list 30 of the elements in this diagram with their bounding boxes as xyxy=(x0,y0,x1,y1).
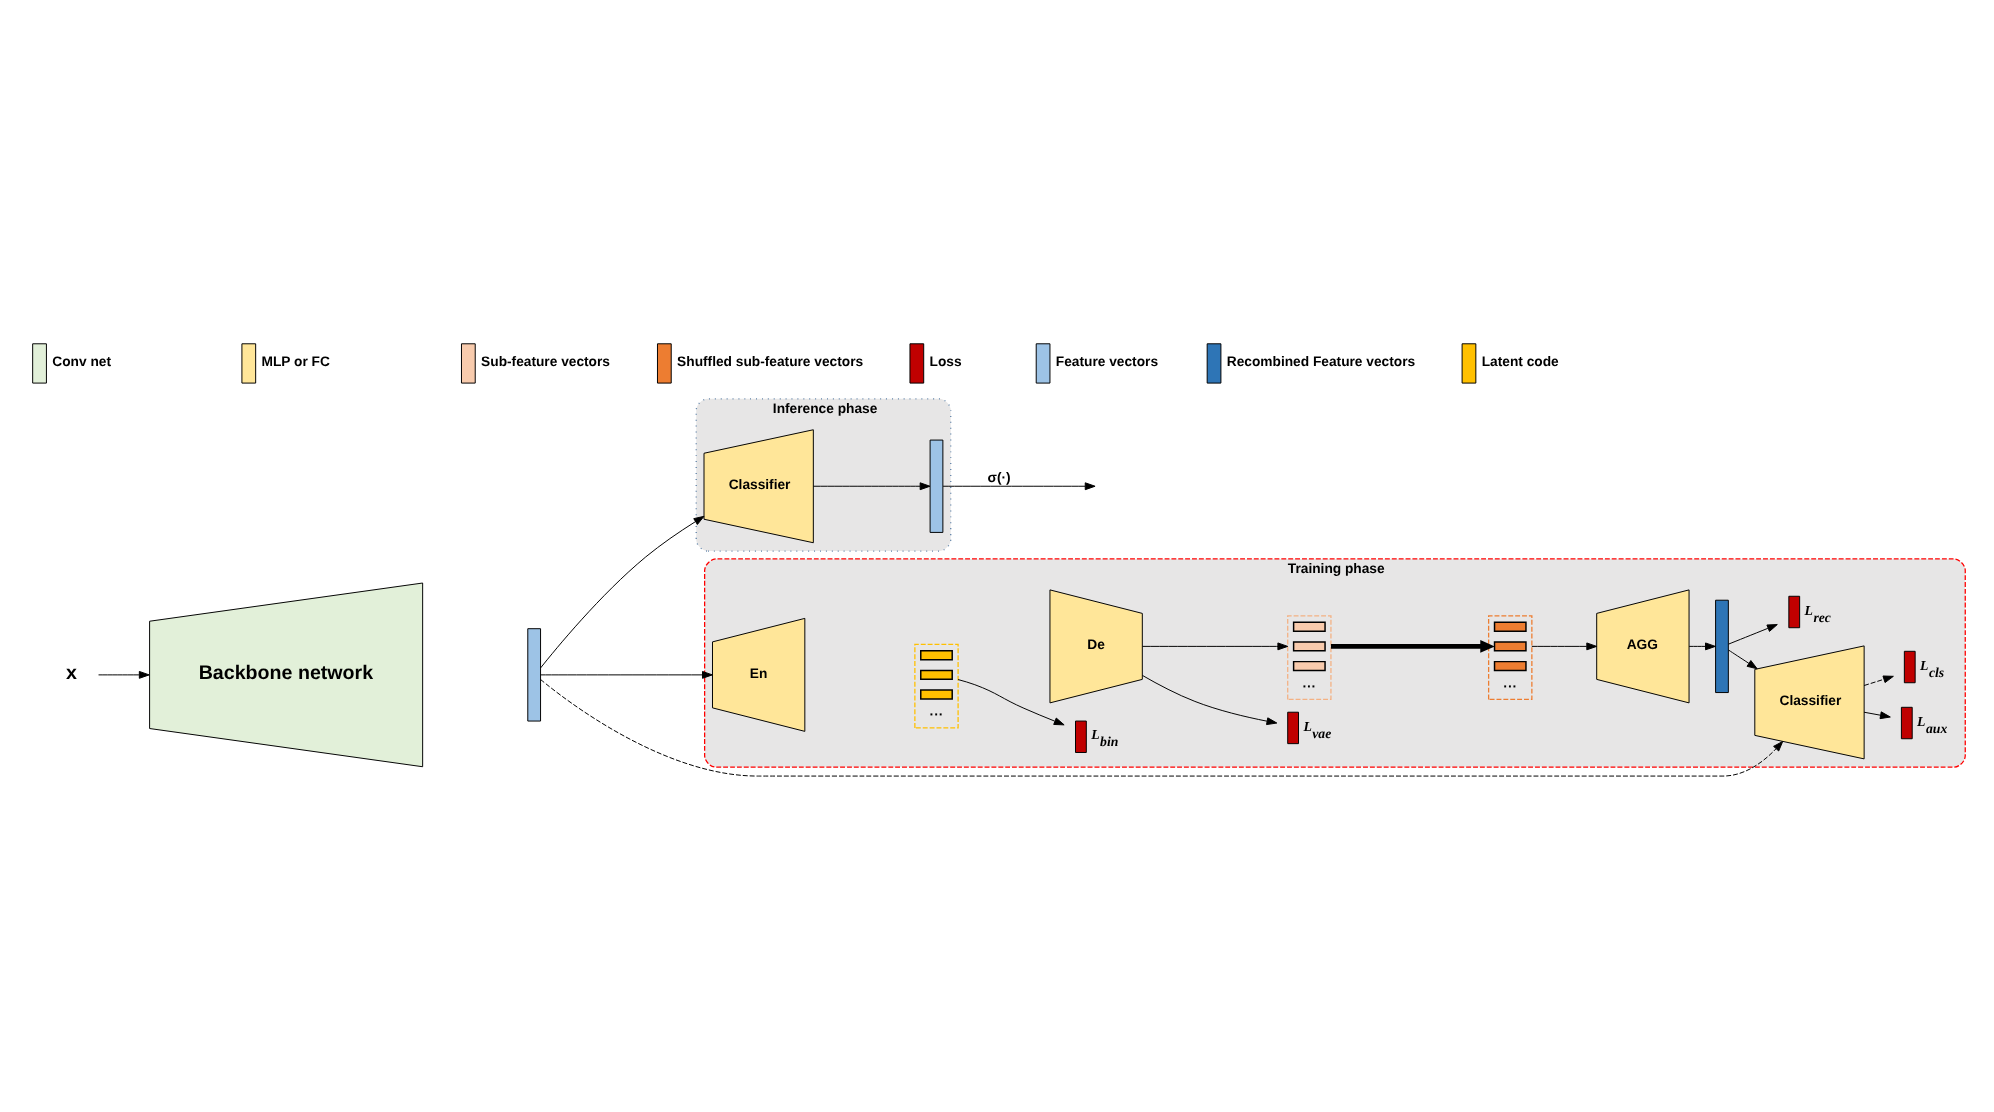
arrow xyxy=(1728,649,1758,670)
node-bar xyxy=(920,650,953,661)
arrow xyxy=(1142,675,1278,726)
arrow xyxy=(1330,640,1495,653)
arrow xyxy=(1688,642,1716,651)
arrow xyxy=(540,679,1784,777)
node-bar xyxy=(1493,621,1527,632)
arrow xyxy=(1728,624,1778,645)
arrow xyxy=(540,515,705,669)
arrow xyxy=(942,482,1096,491)
arrow xyxy=(1531,642,1598,651)
node-bar xyxy=(527,628,542,722)
node-box: Backbone network xyxy=(149,582,424,768)
arrow xyxy=(1141,642,1289,651)
node-bar xyxy=(920,689,953,700)
node-bar xyxy=(1715,599,1729,694)
arrow xyxy=(957,679,1065,726)
node-bar xyxy=(1493,641,1527,652)
node-bar xyxy=(929,439,944,533)
arrow xyxy=(1863,675,1894,686)
arrow xyxy=(1863,711,1891,720)
arrow xyxy=(540,670,713,679)
node-bar xyxy=(1292,621,1326,632)
arrow xyxy=(98,670,150,679)
node-bar xyxy=(1292,660,1326,672)
node-text: x xyxy=(66,662,78,685)
arrow xyxy=(812,482,931,491)
node-bar xyxy=(1292,641,1326,652)
node-bar xyxy=(1493,660,1527,672)
node-bar xyxy=(920,669,953,681)
